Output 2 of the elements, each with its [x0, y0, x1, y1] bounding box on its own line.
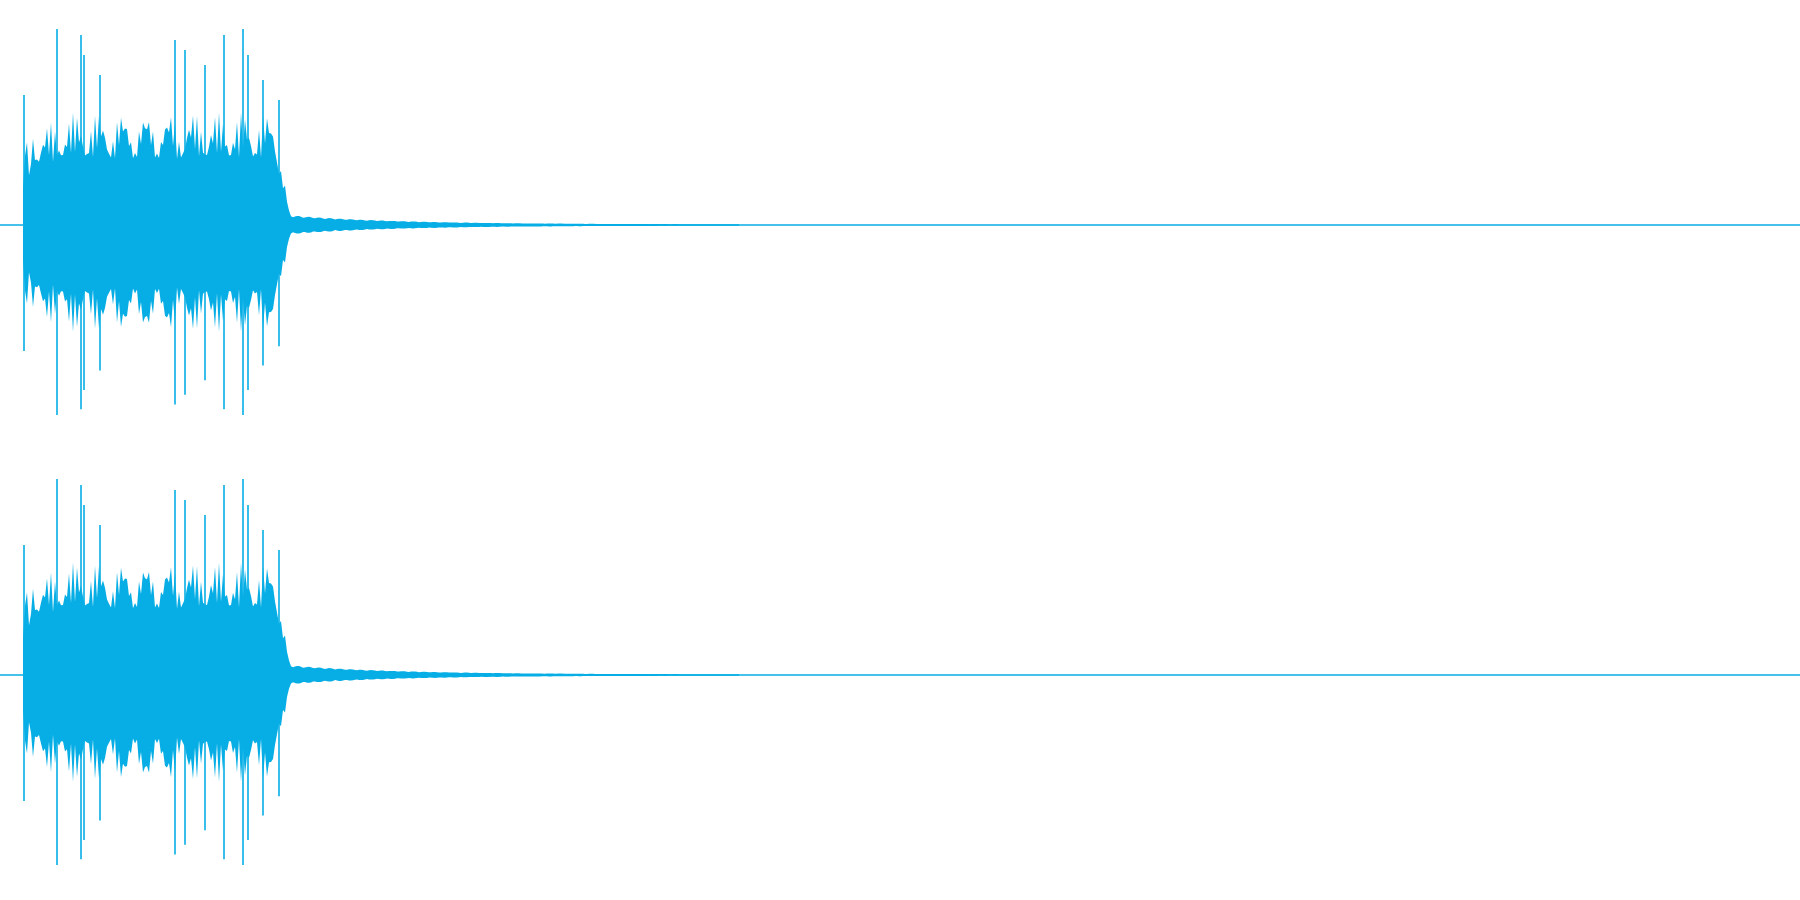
waveform-drawing [23, 478, 739, 866]
waveform-drawing [23, 28, 739, 416]
